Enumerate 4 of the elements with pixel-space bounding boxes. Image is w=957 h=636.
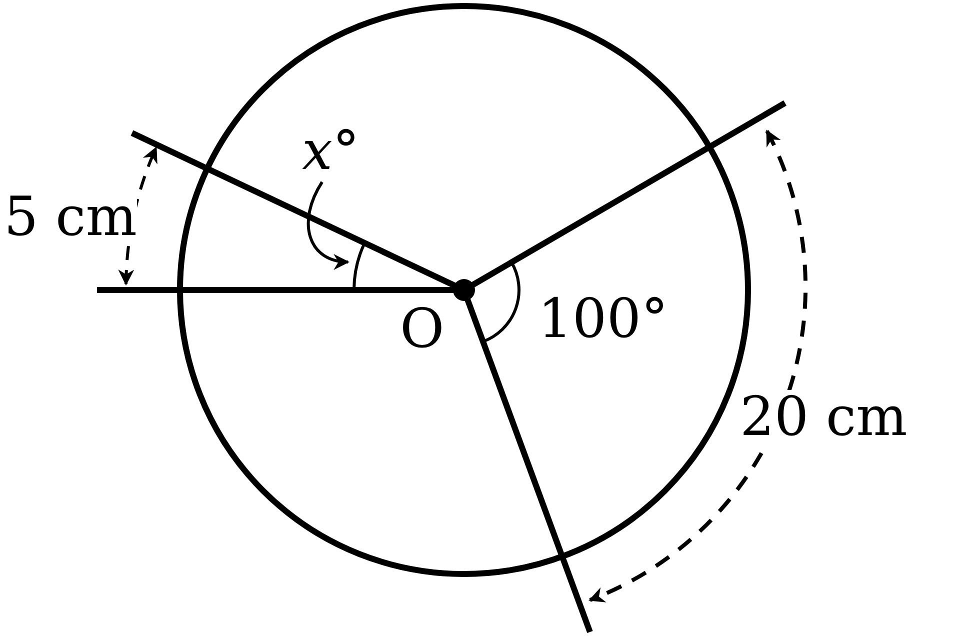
point-label: O: [400, 302, 444, 356]
leader-line: [306, 181, 350, 269]
angle-label: x°: [302, 124, 360, 178]
angle-label: 100°: [538, 292, 668, 346]
